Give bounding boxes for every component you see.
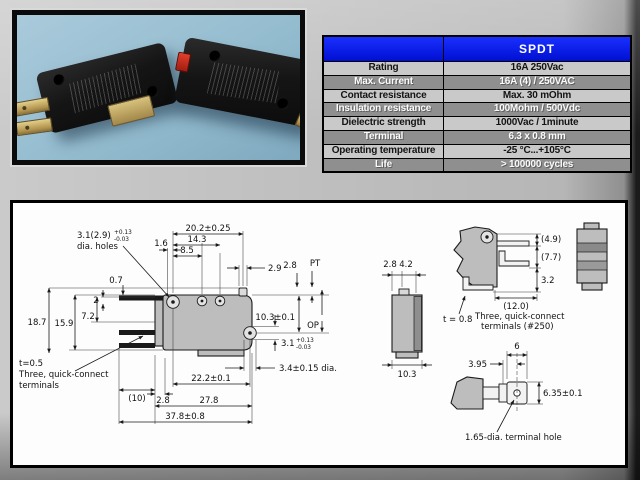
switch-mounting-hole	[52, 73, 66, 87]
dim-label: 37.8±0.8	[165, 412, 205, 422]
spec-row-value: > 100000 cycles	[444, 158, 630, 172]
dim-label: 27.8	[200, 396, 219, 406]
switch-print-texture	[206, 61, 281, 104]
spec-row-value: 6.3 x 0.8 mm	[444, 130, 630, 144]
dim-label: 3.4±0.15 dia.	[279, 364, 337, 374]
terminal-note: terminals (#250)	[481, 322, 554, 332]
dim-label: 18.7	[28, 318, 47, 328]
switch-mounting-hole	[276, 97, 290, 111]
dim-label: 2.8	[383, 260, 397, 270]
spec-row-label: Dielectric strength	[324, 117, 443, 130]
tolerance-upper: +0.13	[114, 230, 132, 236]
spec-header-spdt: SPDT	[444, 37, 630, 61]
switch-mounting-hole	[208, 49, 222, 63]
dim-label: 7.2	[81, 312, 95, 322]
dim-label: 4.2	[399, 260, 413, 270]
spec-row-label: Life	[324, 158, 443, 172]
dim-label: 2	[93, 296, 98, 306]
dim-label: 10.3	[398, 370, 417, 380]
product-photo	[12, 10, 305, 165]
front-view-dimensions: 20.2±0.25 14.3 8.5 1.6 2.9 2.8 PT OP 10.…	[18, 224, 337, 424]
dim-label: (4.9)	[541, 235, 561, 245]
terminal-note: t=0.5	[19, 359, 43, 369]
dim-label: (10)	[128, 394, 145, 404]
terminal-note: Three, quick-connect	[474, 312, 565, 322]
holes-note: dia. holes	[77, 242, 119, 252]
dim-label: 2.8	[283, 261, 297, 271]
dim-label: (7.7)	[541, 253, 561, 263]
dim-label: 15.9	[55, 319, 74, 329]
dimension-drawing: 20.2±0.25 14.3 8.5 1.6 2.9 2.8 PT OP 10.…	[18, 222, 608, 443]
switch-photo-right	[173, 36, 300, 140]
spec-row-label: Contact resistance	[324, 89, 443, 103]
tolerance-upper: +0.13	[296, 338, 314, 344]
terminal-tab	[17, 96, 51, 117]
dim-label: 3.2	[541, 276, 555, 286]
pt-label: PT	[310, 259, 321, 269]
holes-note: 3.1(2.9)	[77, 231, 111, 241]
terminal-note: terminals	[19, 381, 60, 391]
tolerance-lower: -0.03	[296, 345, 311, 351]
dim-label: 22.2±0.1	[191, 374, 231, 384]
tolerance-lower: -0.03	[114, 237, 129, 243]
terminal-bend-detail: (4.9) (7.7) 3.2 (12.0) t = 0.8 Three, qu…	[443, 226, 565, 332]
end-view	[576, 222, 608, 291]
dim-label: 14.3	[188, 235, 207, 245]
dim-label: 2.8	[156, 396, 170, 406]
front-view	[119, 287, 257, 357]
terminal-note: t = 0.8	[443, 315, 472, 325]
spec-row-label: Terminal	[324, 130, 443, 144]
dim-label: 2.9	[268, 264, 282, 274]
dim-label: 6.35±0.1	[543, 389, 583, 399]
dim-label: 0.7	[109, 276, 123, 286]
spec-table: SPDT Rating 16A 250Vac Max. Current 16A …	[322, 35, 632, 174]
dim-label: 1.6	[154, 239, 168, 249]
op-label: OP	[307, 321, 319, 331]
dim-label: 8.5	[180, 246, 194, 256]
dimension-drawing-panel: 20.2±0.25 14.3 8.5 1.6 2.9 2.8 PT OP 10.…	[10, 200, 628, 468]
red-button	[174, 51, 192, 73]
spec-row-value: 16A (4) / 250VAC	[444, 75, 630, 89]
spec-row-label: Max. Current	[324, 75, 443, 89]
terminal-tab	[17, 117, 54, 137]
switch-photo-left	[17, 41, 179, 137]
dim-label: 20.2±0.25	[186, 224, 231, 234]
spec-row-label: Insulation resistance	[324, 103, 443, 117]
terminal-lug-detail: 6 3.95 6.35±0.1 1.65-dia. terminal hole	[450, 342, 583, 443]
spec-row-value: Max. 30 mOhm	[444, 89, 630, 103]
terminal-hole-note: 1.65-dia. terminal hole	[465, 433, 562, 443]
spec-row-label: Operating temperature	[324, 144, 443, 158]
spec-row-value: 16A 250Vac	[444, 62, 630, 75]
side-view: 2.8 4.2 10.3	[382, 260, 432, 380]
spec-row-value: 100Mohm / 500Vdc	[444, 103, 630, 117]
terminal-tab	[294, 112, 300, 140]
dim-label: (12.0)	[503, 302, 529, 312]
dim-label: 3.95	[468, 360, 487, 370]
terminal-note: Three, quick-connect	[18, 370, 109, 380]
spec-row-label: Rating	[324, 62, 443, 75]
spec-header-blank	[324, 37, 443, 61]
spec-row-value: 1000Vac / 1minute	[444, 117, 630, 130]
dim-label: 10.3±0.1	[255, 313, 295, 323]
dim-label: 6	[514, 342, 519, 352]
dim-label: 3.1	[281, 339, 295, 349]
spec-row-value: -25 °C...+105°C	[444, 144, 630, 158]
